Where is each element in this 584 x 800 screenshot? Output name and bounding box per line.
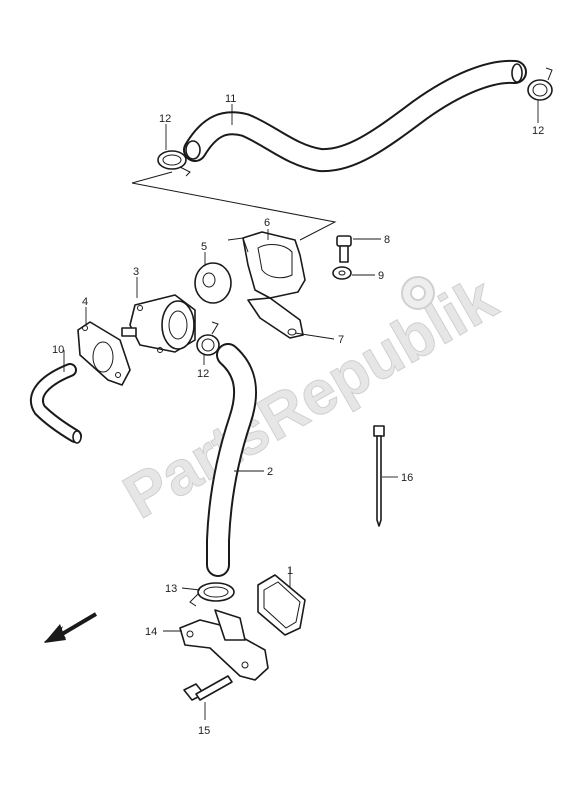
part-12-clamp-top-right[interactable] (527, 67, 553, 101)
arrow-icon (44, 612, 98, 643)
part-9-washer[interactable] (332, 266, 352, 280)
callout-1: 1 (287, 565, 293, 577)
callout-4: 4 (82, 296, 88, 308)
part-11-hose[interactable] (183, 59, 527, 173)
callout-8: 8 (384, 234, 390, 246)
part-12-clamp-middle[interactable] (196, 321, 220, 356)
callout-5: 5 (201, 241, 207, 253)
gear-icon (401, 276, 435, 310)
callout-14: 14 (145, 626, 157, 638)
part-5-grommet[interactable] (194, 262, 232, 304)
leader-lines (63, 100, 539, 720)
part-8-bolt[interactable] (336, 235, 352, 263)
callout-12-top-left: 12 (159, 113, 171, 125)
reference-line (131, 171, 337, 241)
callout-12-middle: 12 (197, 368, 209, 380)
callout-labels: 11 12 12 12 6 5 3 4 10 8 9 7 2 16 1 13 1… (52, 93, 544, 737)
part-7-plate[interactable] (247, 297, 304, 339)
part-3-valve[interactable] (121, 294, 196, 353)
callout-13: 13 (165, 583, 177, 595)
part-14-fitting[interactable] (179, 609, 269, 681)
callout-11: 11 (225, 93, 236, 105)
callout-6: 6 (264, 217, 270, 229)
callout-10: 10 (52, 344, 64, 356)
callout-15: 15 (198, 725, 210, 737)
callout-9: 9 (378, 270, 384, 282)
part-6-bracket[interactable] (227, 231, 306, 299)
callout-16: 16 (401, 472, 413, 484)
part-15-bolt[interactable] (183, 675, 233, 701)
part-4-gasket[interactable] (77, 321, 131, 386)
part-2-hose[interactable] (206, 343, 258, 577)
callout-12-top-right: 12 (532, 125, 544, 137)
callout-7: 7 (338, 334, 344, 346)
part-16-cable-tie[interactable] (373, 425, 385, 527)
callout-2: 2 (267, 466, 273, 478)
part-1-seal[interactable] (257, 574, 306, 636)
part-13-clamp[interactable] (189, 582, 235, 607)
part-12-clamp-top-left[interactable] (157, 150, 191, 177)
part-10-hose[interactable] (29, 363, 82, 444)
callout-3: 3 (133, 266, 139, 278)
